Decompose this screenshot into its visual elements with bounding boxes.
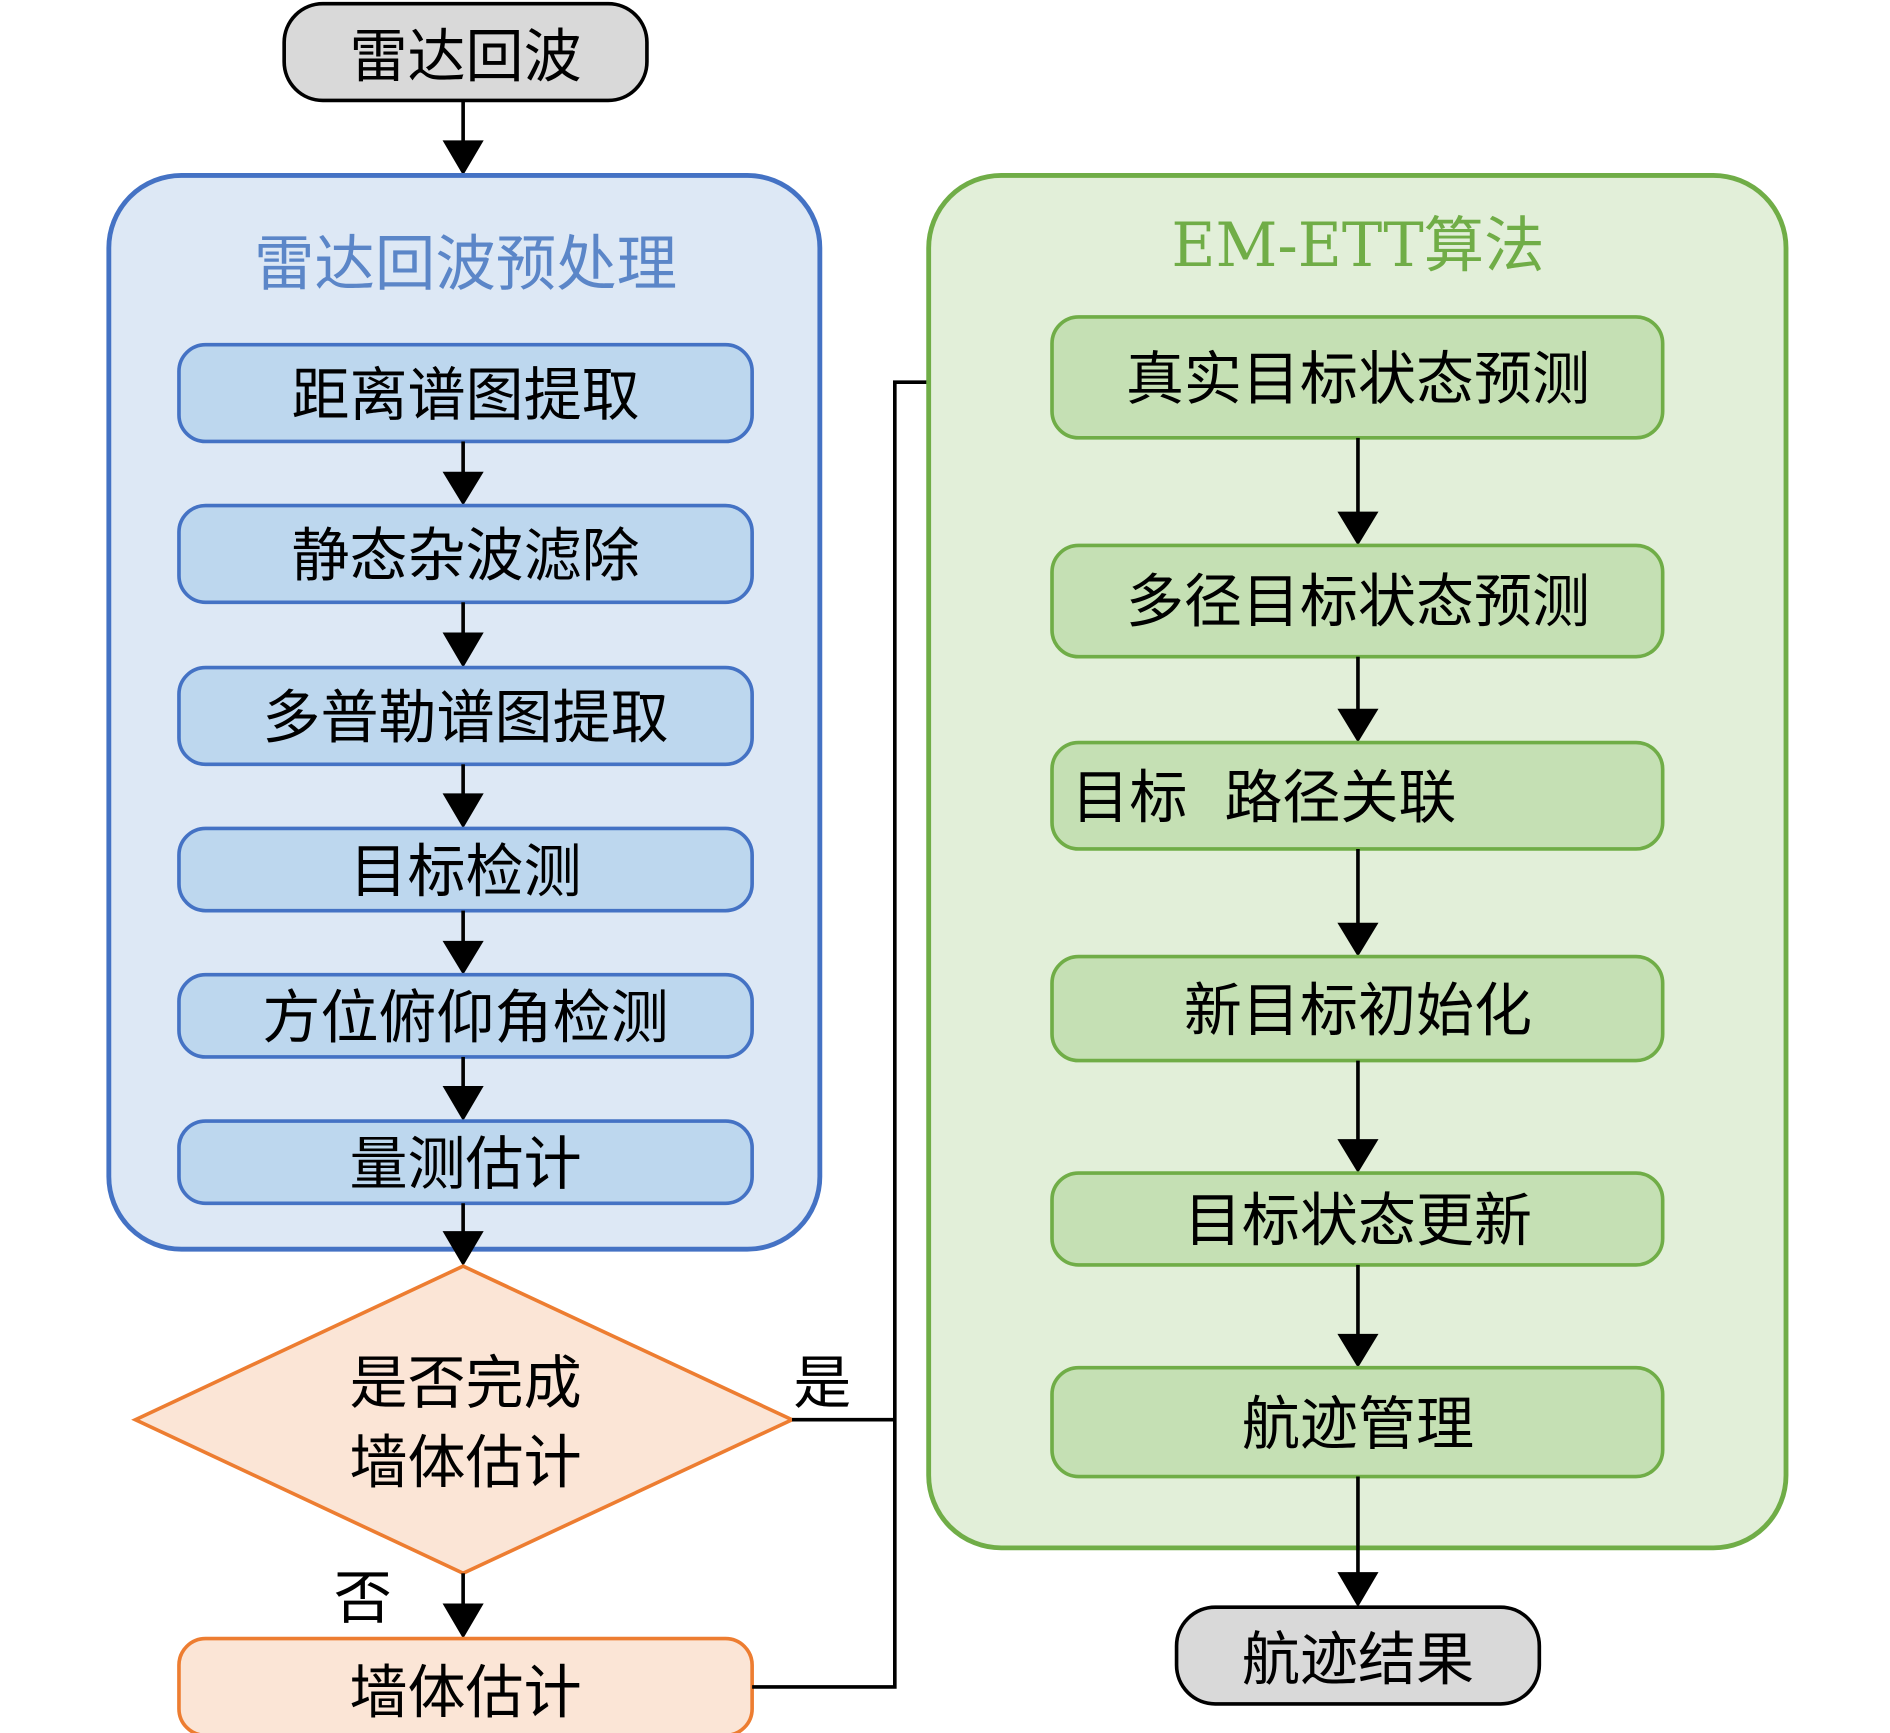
algorithm-step: 真实目标状态预测 xyxy=(1050,315,1665,440)
arrow-down xyxy=(442,602,484,668)
step-label: 目标检测 xyxy=(349,837,581,905)
arrow-down xyxy=(1337,437,1379,546)
step-label: 距离谱图提取 xyxy=(291,361,639,429)
arrow-down xyxy=(442,764,484,829)
wall-label: 墙体估计 xyxy=(349,1658,581,1726)
preprocess-step: 方位俯仰角检测 xyxy=(177,972,754,1059)
preprocess-title: 雷达回波预处理 xyxy=(254,229,677,299)
arrow-down xyxy=(442,1203,484,1267)
arrow-no xyxy=(442,1573,484,1639)
preprocess-step: 静态杂波滤除 xyxy=(177,503,754,605)
end-label: 航迹结果 xyxy=(1242,1626,1474,1694)
preprocess-step: 多普勒谱图提取 xyxy=(177,665,754,767)
arrow-down xyxy=(1337,848,1379,957)
wall-node: 墙体估计 xyxy=(177,1636,754,1733)
no-label: 否 xyxy=(334,1564,392,1632)
step-label: 新目标初始化 xyxy=(1184,976,1532,1044)
arrow-down xyxy=(1337,1264,1379,1368)
step-label: 目标 路径关联 xyxy=(1071,764,1456,832)
arrow-down xyxy=(1337,1060,1379,1174)
algorithm-title: EM-ETT算法 xyxy=(1171,211,1544,281)
preprocess-step: 距离谱图提取 xyxy=(177,342,754,444)
algorithm-step: 目标状态更新 xyxy=(1050,1171,1665,1267)
step-label: 多径目标状态预测 xyxy=(1126,568,1590,636)
arrow-down xyxy=(1337,1476,1379,1608)
step-label: 量测估计 xyxy=(349,1130,581,1198)
yes-label: 是 xyxy=(793,1349,851,1417)
step-label: 真实目标状态预测 xyxy=(1126,345,1590,413)
decision-line2: 墙体估计 xyxy=(349,1429,581,1497)
algorithm-step: 目标 路径关联 xyxy=(1050,740,1665,851)
step-label: 航迹管理 xyxy=(1242,1390,1474,1458)
step-label: 目标状态更新 xyxy=(1184,1187,1532,1255)
arrow-start-to-preprocess xyxy=(442,100,484,176)
step-label: 方位俯仰角检测 xyxy=(262,984,668,1052)
arrow-down xyxy=(442,1056,484,1122)
arrow-down xyxy=(442,441,484,506)
algorithm-step: 多径目标状态预测 xyxy=(1050,543,1665,659)
end-node: 航迹结果 xyxy=(1174,1605,1542,1706)
preprocess-step: 量测估计 xyxy=(177,1119,754,1206)
decision-line1: 是否完成 xyxy=(349,1349,581,1417)
arrow-down xyxy=(442,910,484,975)
arrow-down xyxy=(1337,656,1379,743)
step-label: 多普勒谱图提取 xyxy=(262,684,668,752)
start-label: 雷达回波 xyxy=(349,22,581,90)
algorithm-step: 航迹管理 xyxy=(1050,1365,1665,1479)
step-label: 静态杂波滤除 xyxy=(291,522,639,590)
start-node: 雷达回波 xyxy=(282,1,649,103)
preprocess-step: 目标检测 xyxy=(177,826,754,913)
decision-node: 是否完成 墙体估计 xyxy=(131,1264,797,1576)
algorithm-step: 新目标初始化 xyxy=(1050,954,1665,1063)
